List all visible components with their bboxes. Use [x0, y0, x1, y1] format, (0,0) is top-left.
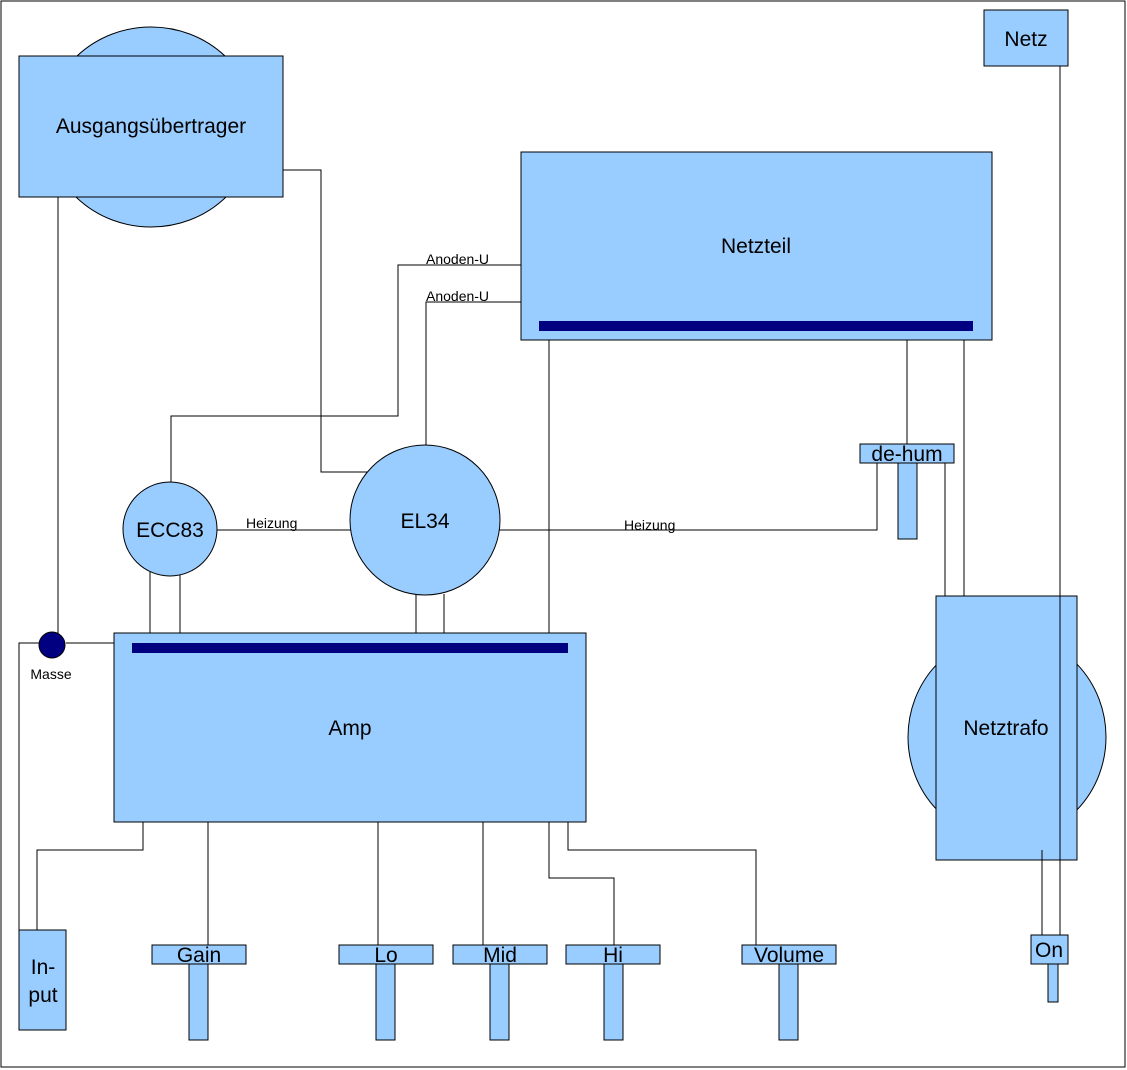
input-jack-label-line1: In-	[31, 956, 56, 979]
mid-pot-shaft	[489, 963, 510, 1041]
gain-pot-label: Gain	[177, 944, 221, 967]
hi-pot: Hi	[565, 944, 661, 1041]
input-jack-label-line2: put	[28, 984, 57, 1007]
volume-pot-body	[741, 944, 837, 965]
hi-pot-body	[565, 944, 661, 965]
gain-pot-shaft	[188, 963, 209, 1041]
output-transformer-box	[18, 55, 284, 198]
lo-pot-label: Lo	[374, 944, 397, 967]
power-supply: Netzteil	[520, 151, 993, 341]
lo-pot-shaft	[375, 963, 396, 1041]
power-switch-label: On	[1035, 939, 1063, 962]
wire-amp-input	[36, 822, 144, 930]
input-jack: In- put	[18, 929, 67, 1031]
el34-tube-body	[349, 444, 501, 596]
wire-ground-input	[18, 642, 52, 930]
heater-label-2: Heizung	[624, 517, 675, 533]
gain-pot-body	[151, 944, 247, 965]
wire-output-transformer-el34	[283, 169, 368, 473]
ground-node: Masse	[30, 631, 72, 682]
volume-pot-shaft	[778, 963, 799, 1041]
anode-voltage-label-1: Anoden-U	[426, 251, 489, 267]
power-supply-label: Netzteil	[721, 235, 791, 258]
dehum-shaft	[897, 462, 918, 540]
gain-pot: Gain	[151, 944, 247, 1041]
volume-pot: Volume	[741, 944, 837, 1041]
anode-voltage-label-2: Anoden-U	[426, 288, 489, 304]
ground-node-dot	[38, 631, 66, 659]
mains-input-box	[983, 9, 1069, 67]
ecc83-tube: ECC83	[122, 481, 218, 577]
input-jack-box	[18, 929, 67, 1031]
lo-pot-body	[338, 944, 434, 965]
amplifier-label: Amp	[328, 717, 371, 740]
power-supply-bus-bar	[539, 321, 973, 331]
ground-node-label: Masse	[30, 666, 71, 682]
power-transformer-box	[935, 595, 1078, 861]
power-switch-shaft	[1047, 963, 1059, 1003]
hi-pot-label: Hi	[603, 944, 623, 967]
heater-label-1: Heizung	[246, 515, 297, 531]
ecc83-tube-label: ECC83	[136, 519, 204, 542]
power-transformer: Netztrafo	[907, 595, 1107, 861]
mid-pot-label: Mid	[483, 944, 517, 967]
wire-anode-ecc83	[170, 264, 521, 482]
wire-anode-el34	[425, 301, 521, 445]
wire-amp-hi	[548, 822, 615, 945]
el34-tube-label: EL34	[400, 510, 449, 533]
power-transformer-label: Netztrafo	[963, 717, 1048, 740]
amplifier: Amp	[113, 632, 587, 823]
volume-pot-label: Volume	[754, 944, 824, 967]
el34-tube: EL34	[349, 444, 501, 596]
power-switch-body	[1030, 934, 1069, 965]
mains-input-label: Netz	[1004, 28, 1047, 51]
dehum-label: de-hum	[871, 443, 942, 466]
mains-input: Netz	[983, 9, 1069, 67]
wire-heater-el34-dehum	[499, 463, 878, 531]
output-transformer-label: Ausgangsübertrager	[56, 115, 246, 138]
lo-pot: Lo	[338, 944, 434, 1041]
amplifier-box	[113, 632, 587, 823]
output-transformer: Ausgangsübertrager	[18, 26, 284, 228]
dehum-pot: de-hum	[859, 443, 955, 540]
ecc83-tube-body	[122, 481, 218, 577]
dehum-body	[859, 443, 955, 464]
power-supply-box	[520, 151, 993, 341]
hi-pot-shaft	[603, 963, 624, 1041]
wire-amp-volume	[567, 822, 757, 945]
mid-pot-body	[452, 944, 548, 965]
amplifier-bus-bar	[132, 643, 568, 653]
power-switch: On	[1030, 934, 1069, 1003]
mid-pot: Mid	[452, 944, 548, 1041]
